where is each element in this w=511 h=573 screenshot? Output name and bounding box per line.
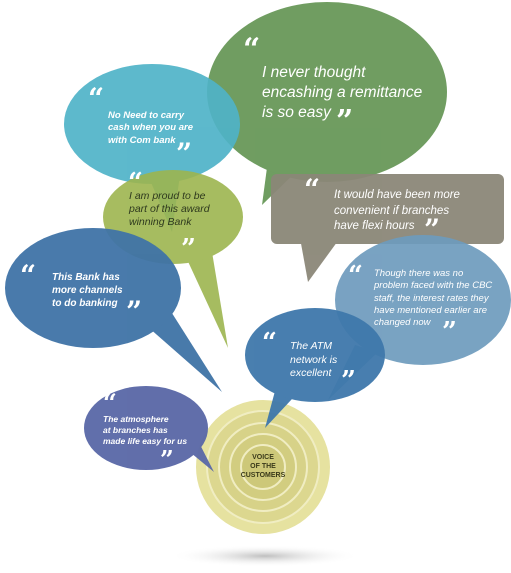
text-line: The atmosphere (103, 414, 169, 424)
text-line: I am proud to be (129, 190, 206, 202)
text-line: staff, the interest rates they (374, 292, 489, 304)
text-line: is so easy (262, 104, 331, 122)
text-line: No Need to carry (108, 110, 185, 121)
close-quote-icon: ” (341, 366, 356, 396)
text-line: excellent (290, 367, 332, 380)
text-line: VOICE (252, 454, 274, 461)
text-line: I never thought (262, 64, 366, 81)
text-line: winning Bank (129, 216, 192, 229)
bubble-more-channels (5, 228, 222, 392)
close-quote-icon: ” (442, 317, 457, 347)
close-quote-icon: ” (126, 295, 143, 328)
bubble-flexi-hours (271, 174, 504, 282)
text-line: convenient if branches (334, 204, 450, 217)
text-line: OF THE (250, 462, 276, 470)
open-quote-icon: “ (243, 32, 261, 67)
bubble-atmosphere-text: The atmosphere at branches has made life… (103, 414, 187, 447)
close-quote-icon: ” (424, 213, 441, 246)
bubble-more-channels-text: This Bank has more channels to do bankin… (52, 271, 123, 310)
text-line: have mentioned earlier are (374, 305, 488, 317)
bubble-atmosphere (84, 386, 214, 472)
open-quote-icon: “ (348, 261, 363, 291)
bubble-cbc-staff-text: Though there was no problem faced with t… (374, 268, 492, 330)
text-line: with Com bank (108, 134, 176, 146)
open-quote-icon: “ (304, 173, 321, 206)
text-line: to do banking (52, 298, 118, 309)
text-line: problem faced with the CBC (374, 280, 493, 292)
open-quote-icon: “ (88, 82, 105, 115)
text-line: at branches has (103, 425, 168, 436)
open-quote-icon: “ (20, 259, 37, 292)
text-line: encashing a remittance (262, 84, 423, 102)
bubble-remittance-text: I never thought encashing a remittance i… (262, 63, 422, 123)
text-line: network is (290, 353, 338, 366)
text-line: The ATM (290, 340, 333, 352)
text-line: Though there was no (374, 268, 464, 279)
center-rings (196, 400, 330, 534)
open-quote-icon: “ (103, 388, 117, 417)
close-quote-icon: ” (336, 104, 354, 139)
text-line: cash when you are (108, 122, 194, 134)
text-line: have flexi hours (334, 220, 415, 233)
bubble-no-need-cash-text: No Need to carry cash when you are with … (108, 110, 193, 147)
close-quote-icon: ” (176, 137, 193, 170)
center-label: VOICE OF THE CUSTOMERS (232, 454, 294, 480)
text-line: CUSTOMERS (240, 471, 286, 479)
text-line: part of this award (129, 203, 210, 216)
text-line: It would have been more (334, 189, 460, 201)
text-line: more channels (52, 285, 123, 296)
text-line: changed now (374, 317, 431, 329)
bubble-proud-text: I am proud to be part of this award winn… (129, 190, 210, 229)
floor-shadow (170, 545, 360, 567)
open-quote-icon: “ (128, 168, 143, 198)
close-quote-icon: ” (160, 445, 174, 474)
bubble-atm-network-text: The ATM network is excellent (290, 340, 337, 381)
bubble-atm-network (245, 308, 385, 428)
open-quote-icon: “ (262, 328, 277, 358)
text-line: This Bank has (52, 272, 120, 283)
close-quote-icon: ” (181, 234, 196, 264)
bubble-flexi-hours-text: It would have been more convenient if br… (334, 188, 460, 235)
text-line: made life easy for us (103, 436, 188, 447)
